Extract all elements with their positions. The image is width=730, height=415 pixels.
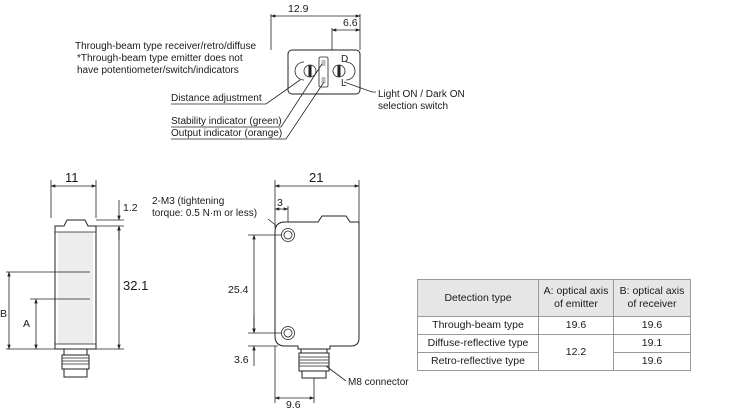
cell-b: 19.6 bbox=[613, 316, 691, 335]
front-dim-hole-pitch: 25.4 bbox=[228, 284, 249, 296]
light-dark-switch: D L bbox=[332, 54, 356, 89]
front-dim-hole-offset: 3 bbox=[277, 197, 283, 209]
cell-a-merged: 12.2 bbox=[538, 334, 614, 371]
front-connector bbox=[298, 352, 330, 372]
switch-mark-d: D bbox=[341, 54, 348, 65]
front-view-body bbox=[274, 215, 360, 350]
table-row: Retro-reflective type 19.6 bbox=[417, 352, 691, 371]
label-m8-connector: M8 connector bbox=[348, 377, 409, 388]
header-detection-type: Detection type bbox=[417, 279, 539, 317]
indicator-window bbox=[318, 56, 329, 88]
header-a-line1: A: optical axis bbox=[543, 285, 609, 297]
table-row: Through-beam type 19.6 19.6 bbox=[417, 316, 691, 335]
front-connector-base bbox=[300, 348, 328, 354]
side-label-a: A bbox=[23, 318, 30, 330]
stability-indicator bbox=[321, 60, 326, 66]
distance-adjuster bbox=[294, 61, 317, 81]
top-dim-right: 6.6 bbox=[343, 17, 358, 29]
cell-type: Diffuse-reflective type bbox=[417, 334, 539, 353]
header-a-optical-axis: A: optical axis of emitter bbox=[538, 279, 614, 317]
top-note-line1: Through-beam type receiver/retro/diffuse bbox=[75, 41, 256, 52]
header-b-optical-axis: B: optical axis of receiver bbox=[613, 279, 691, 317]
switch-mark-l: L bbox=[341, 78, 347, 89]
cell-b: 19.1 bbox=[613, 334, 691, 353]
top-view-body bbox=[287, 49, 361, 95]
side-label-b: B bbox=[0, 308, 7, 320]
table-header-row: Detection type A: optical axis of emitte… bbox=[417, 279, 691, 317]
table-row: Diffuse-reflective type 12.2 19.1 bbox=[417, 334, 691, 371]
front-note-line2: torque: 0.5 N·m or less) bbox=[152, 208, 257, 219]
label-output-indicator: Output indicator (orange) bbox=[171, 128, 282, 139]
top-dim-width: 12.9 bbox=[288, 3, 309, 15]
side-connector-end bbox=[63, 368, 88, 378]
top-view: 12.9 6.6 D L Through-beam type receiver/… bbox=[75, 3, 465, 140]
front-connector-end bbox=[301, 370, 327, 379]
side-lens-area bbox=[58, 232, 93, 344]
output-indicator bbox=[321, 77, 326, 83]
side-connector-base bbox=[63, 348, 88, 356]
front-note-line1: 2-M3 (tightening bbox=[152, 196, 224, 207]
top-note-line3: have potentiometer/switch/indicators bbox=[77, 65, 239, 76]
label-switch-line1: Light ON / Dark ON bbox=[378, 89, 465, 100]
label-distance-adjustment: Distance adjustment bbox=[171, 93, 262, 104]
label-stability-indicator: Stability indicator (green) bbox=[171, 116, 282, 127]
cell-type: Retro-reflective type bbox=[417, 352, 539, 371]
label-switch-line2: selection switch bbox=[378, 101, 448, 112]
header-b-line2: of receiver bbox=[627, 298, 677, 310]
cell-type: Through-beam type bbox=[417, 316, 539, 335]
header-b-line1: B: optical axis bbox=[619, 285, 685, 297]
side-dim-top: 1.2 bbox=[123, 202, 138, 214]
side-dim-width: 11 bbox=[65, 170, 79, 185]
cell-b: 19.6 bbox=[613, 352, 691, 371]
front-view: 21 3 2-M3 (tightening torque: 0.5 N·m or… bbox=[152, 170, 409, 411]
front-dim-width: 21 bbox=[309, 170, 323, 185]
side-dim-height: 32.1 bbox=[123, 278, 148, 293]
optical-axis-table: Detection type A: optical axis of emitte… bbox=[417, 279, 691, 371]
front-dim-bottom: 3.6 bbox=[234, 354, 249, 366]
front-dim-connector-offset: 9.6 bbox=[286, 399, 301, 411]
top-note-line2: *Through-beam type emitter does not bbox=[77, 53, 243, 64]
side-view: 11 1.2 32.1 B A bbox=[0, 170, 148, 378]
header-a-line2: of emitter bbox=[554, 298, 598, 310]
side-connector bbox=[61, 354, 90, 370]
cell-a: 19.6 bbox=[538, 316, 614, 335]
